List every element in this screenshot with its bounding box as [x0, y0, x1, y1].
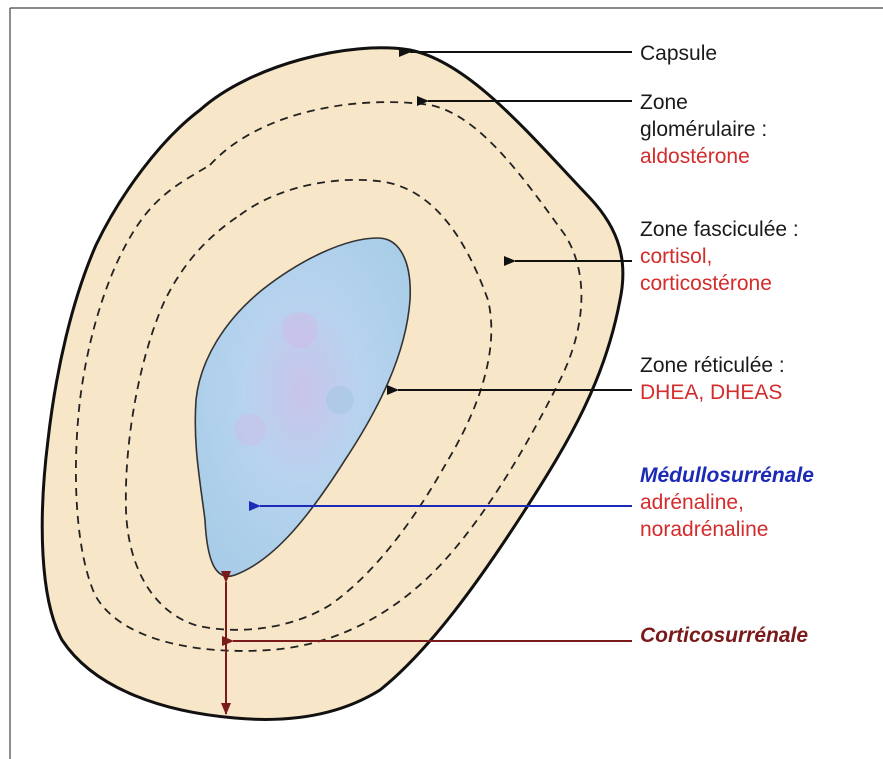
fasciculee-label-group: Zone fasciculée : cortisol, corticostéro…	[640, 216, 799, 297]
medulla-texture-spot	[282, 312, 318, 348]
fasciculee-hormone-line1: cortisol,	[640, 243, 799, 270]
fasciculee-title: Zone fasciculée :	[640, 216, 799, 243]
glomerulaire-label-group: Zone glomérulaire : aldostérone	[640, 89, 767, 170]
medulla-texture-spot	[234, 414, 266, 446]
medullo-hormone-line1: adrénaline,	[640, 489, 814, 516]
cortico-label-group: Corticosurrénale	[640, 622, 808, 649]
reticulee-title: Zone réticulée :	[640, 352, 785, 379]
medullo-hormone-line2: noradrénaline	[640, 516, 814, 543]
capsule-label-group: Capsule	[640, 40, 717, 67]
medullo-title: Médullosurrénale	[640, 462, 814, 489]
medulla-texture-spot	[326, 386, 354, 414]
reticulee-hormone: DHEA, DHEAS	[640, 379, 785, 406]
reticulee-label-group: Zone réticulée : DHEA, DHEAS	[640, 352, 785, 406]
fasciculee-hormone-line2: corticostérone	[640, 270, 799, 297]
cortico-title: Corticosurrénale	[640, 622, 808, 649]
capsule-label: Capsule	[640, 40, 717, 67]
glomerulaire-title-line2: glomérulaire :	[640, 116, 767, 143]
glomerulaire-hormone: aldostérone	[640, 143, 767, 170]
medullo-label-group: Médullosurrénale adrénaline, noradrénali…	[640, 462, 814, 543]
glomerulaire-title-line1: Zone	[640, 89, 767, 116]
